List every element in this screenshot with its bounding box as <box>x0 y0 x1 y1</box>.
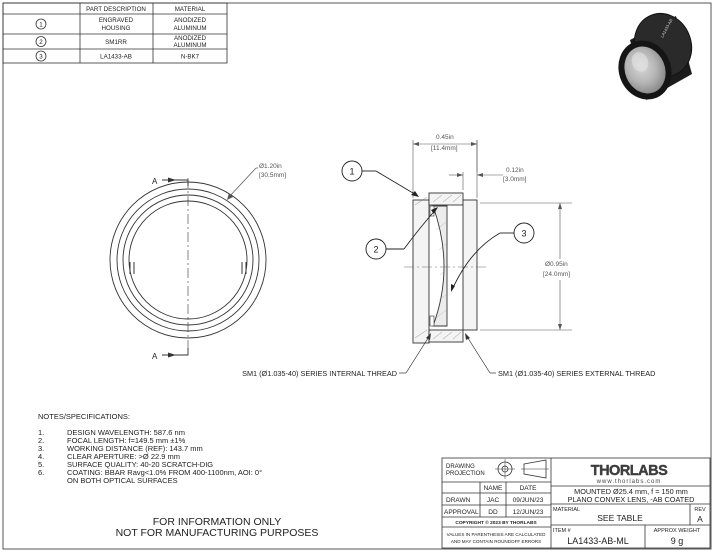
internal-thread-callout: SM1 (Ø1.035-40) SERIES INTERNAL THREAD <box>242 369 397 378</box>
parts-table: PART DESCRIPTION MATERIAL 1 ENGRAVED HOU… <box>2 2 228 64</box>
date-column-header: DATE <box>520 485 538 492</box>
balloon-3-label: 3 <box>521 229 526 239</box>
parts-table-material: ALUMINUM <box>173 25 206 32</box>
values-note: AND MAY CONTAIN ROUNDOFF ERRORS <box>451 539 541 544</box>
callout-balloons <box>341 160 535 291</box>
name-column-header: NAME <box>484 485 503 492</box>
parts-table-description: ENGRAVED <box>99 17 134 24</box>
dimension-length-mm: [11.4mm] <box>431 145 458 152</box>
note-text: FOCAL LENGTH: f=149.5 mm ±1% <box>67 436 186 445</box>
part-description: MOUNTED Ø25.4 mm, f = 150 mm <box>574 487 688 496</box>
note-text: WORKING DISTANCE (REF): 143.7 mm <box>67 444 203 453</box>
section-label-bottom: A <box>152 352 158 361</box>
note-text: COATING: BBAR Ravg<1.0% FROM 400-1100nm,… <box>67 468 262 477</box>
dimension-thread-mm: [3.0mm] <box>503 176 527 183</box>
approval-name: DD <box>488 509 498 516</box>
note-number: 3. <box>38 444 44 453</box>
material-value: SEE TABLE <box>597 513 643 523</box>
note-text: DESIGN WAVELENGTH: 587.6 nm <box>67 428 185 437</box>
thorlabs-logo: THORLABS <box>581 462 677 479</box>
material-label: MATERIAL <box>553 507 580 513</box>
projection-label: DRAWING <box>446 464 475 470</box>
weight-label: APPROX WEIGHT <box>654 528 701 534</box>
note-number: 6. <box>38 468 44 477</box>
front-diameter-mm: [30.5mm] <box>259 172 286 179</box>
item-value: LA1433-AB-ML <box>567 536 629 546</box>
note-text: SURFACE QUALITY: 40-20 SCRATCH-DIG <box>67 460 213 469</box>
front-view <box>109 178 267 356</box>
approval-date: 12/JUN/23 <box>513 509 544 516</box>
note-text: CLEAR APERTURE: >Ø 22.9 mm <box>67 452 180 461</box>
parts-table-material: ANODIZED <box>174 17 207 24</box>
parts-table-header-description: PART DESCRIPTION <box>86 6 146 13</box>
parts-table-item-number: 3 <box>39 53 43 60</box>
parts-table-item-number: 1 <box>39 21 43 28</box>
rev-label: REV <box>694 507 706 513</box>
third-angle-projection-icon <box>495 459 549 479</box>
notes-heading: NOTES/SPECIFICATIONS: <box>38 412 130 421</box>
dimension-length-in: 0.45in <box>436 134 454 141</box>
note-number: 2. <box>38 436 44 445</box>
parts-table-material: N-BK7 <box>181 54 200 61</box>
item-label: ITEM # <box>553 528 572 534</box>
svg-text:THORLABS: THORLABS <box>591 463 668 479</box>
front-diameter-in: Ø1.20in <box>259 163 282 170</box>
note-text-continuation: ON BOTH OPTICAL SURFACES <box>67 476 178 485</box>
drawn-date: 09/JUN/23 <box>513 497 544 504</box>
parts-table-balloon <box>35 36 47 47</box>
parts-table-header-material: MATERIAL <box>175 6 206 13</box>
lens-mount-render: LA1433-AB <box>618 13 693 100</box>
note-number: 5. <box>38 460 44 469</box>
dimension-aperture-in: Ø0.95in <box>545 261 568 268</box>
thread-leaders <box>399 334 496 374</box>
section-view <box>404 192 488 344</box>
rev-value: A <box>697 514 703 524</box>
approval-label: APPROVAL <box>444 509 479 516</box>
values-note: VALUES IN PARENTHESIS ARE CALCULATED <box>447 532 546 537</box>
disclaimer-line-1: FOR INFORMATION ONLY <box>153 516 282 528</box>
balloon-2-label: 2 <box>373 245 378 255</box>
dimension-aperture-mm: [24.0mm] <box>543 271 570 278</box>
parts-table-balloon <box>35 50 47 62</box>
weight-value: 9 g <box>671 536 684 546</box>
dimension-thread-in: 0.12in <box>506 167 524 174</box>
parts-table-material: ANODIZED <box>174 35 207 42</box>
external-thread-callout: SM1 (Ø1.035-40) SERIES EXTERNAL THREAD <box>498 369 655 378</box>
notes: NOTES/SPECIFICATIONS: 1. DESIGN WAVELENG… <box>38 412 262 485</box>
parts-table-balloon <box>35 18 47 30</box>
drawn-name: JAC <box>487 497 500 504</box>
note-number: 4. <box>38 452 44 461</box>
parts-table-material: ALUMINUM <box>173 42 206 49</box>
title-block: DRAWING PROJECTION NAME DATE DRAWN JAC 0… <box>441 457 711 549</box>
parts-table-description: LA1433-AB <box>100 54 132 61</box>
parts-table-description: SM1RR <box>105 39 127 46</box>
part-description: PLANO CONVEX LENS, -AB COATED <box>568 495 695 504</box>
front-diameter-leader <box>227 167 258 199</box>
projection-label: PROJECTION <box>446 471 485 477</box>
note-number: 1. <box>38 428 44 437</box>
disclaimer-line-2: NOT FOR MANUFACTURING PURPOSES <box>116 527 319 539</box>
copyright: COPYRIGHT © 2023 BY THORLABS <box>455 519 537 526</box>
website: www.thorlabs.com <box>596 479 662 485</box>
drawn-label: DRAWN <box>446 497 471 504</box>
balloon-1-label: 1 <box>349 167 354 177</box>
parts-table-item-number: 2 <box>39 39 43 46</box>
parts-table-description: HOUSING <box>102 25 131 32</box>
section-label-top: A <box>152 177 158 186</box>
